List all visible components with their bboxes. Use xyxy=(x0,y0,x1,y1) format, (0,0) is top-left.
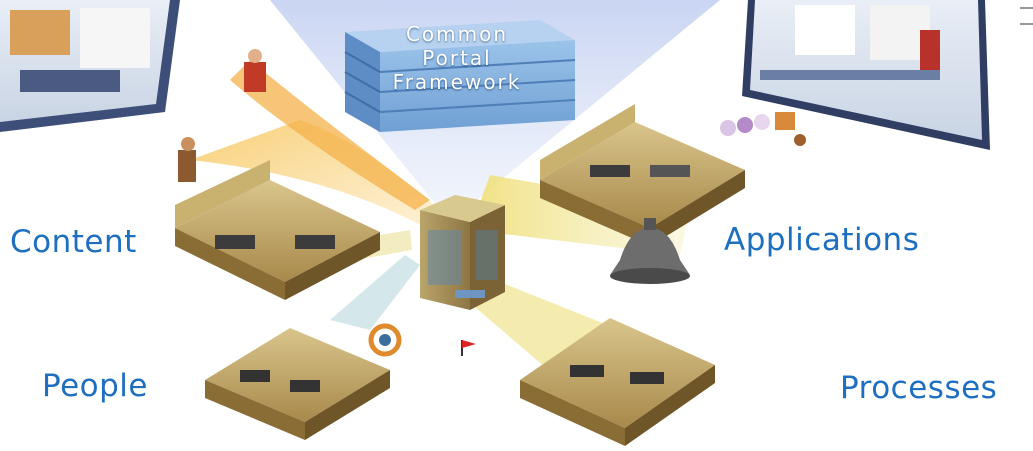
figure-left xyxy=(178,137,196,182)
upper-orange-beam xyxy=(230,60,430,210)
molecule-icon xyxy=(720,112,806,146)
people-beam xyxy=(330,255,420,330)
processes-room xyxy=(520,318,715,446)
monitor-right xyxy=(742,0,990,150)
cycle-icon xyxy=(368,323,402,357)
figure-top-left xyxy=(244,49,266,92)
bell-icon xyxy=(610,218,690,284)
content-room xyxy=(175,160,380,300)
portal-line-3: Framework xyxy=(392,70,522,94)
content-label: Content xyxy=(10,224,137,260)
people-label: People xyxy=(42,368,148,404)
portal-line-1: Common xyxy=(405,22,509,46)
flag-icon xyxy=(461,340,476,356)
monitor-left xyxy=(0,0,180,132)
processes-label: Processes xyxy=(840,370,998,406)
applications-label: Applications xyxy=(724,222,920,258)
central-building xyxy=(420,195,505,310)
people-room xyxy=(205,328,390,440)
portal-line-2: Portal xyxy=(422,46,492,70)
portal-title: Common Portal Framework xyxy=(352,22,562,94)
applications-room xyxy=(540,104,745,246)
portal-stack xyxy=(344,20,576,132)
content-beam xyxy=(190,120,440,230)
